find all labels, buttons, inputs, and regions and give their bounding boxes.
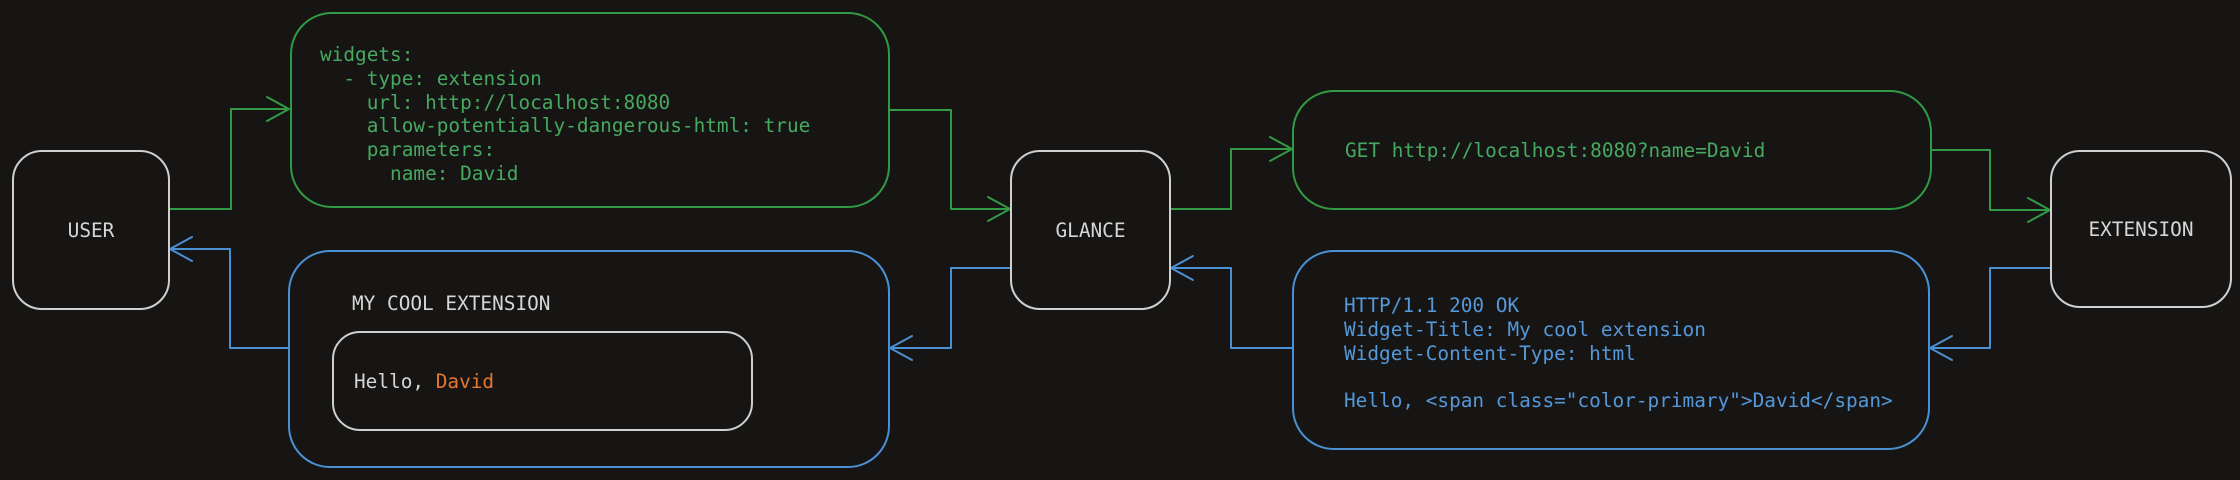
arrow-shaft	[889, 267, 1011, 349]
http-response-box: HTTP/1.1 200 OK Widget-Title: My cool ex…	[1292, 250, 1930, 450]
config-line: - type: extension	[320, 67, 542, 91]
greeting-name: David	[435, 369, 495, 393]
arrowhead-icon	[169, 236, 193, 262]
request-text: GET http://localhost:8080?name=David	[1345, 138, 1766, 162]
response-line: Widget-Content-Type: html	[1344, 341, 1636, 365]
config-line: name: David	[320, 161, 519, 185]
arrow-response-to-glance	[1170, 255, 1293, 349]
arrowhead-icon	[1929, 335, 1953, 361]
arrow-shaft	[1170, 148, 1293, 210]
arrow-extension-to-response	[1929, 267, 2051, 361]
arrow-preview-to-user	[169, 236, 289, 349]
arrow-shaft	[889, 109, 1011, 210]
config-line: allow-potentially-dangerous-html: true	[320, 114, 811, 138]
widget-preview-title: MY COOL EXTENSION	[352, 292, 551, 316]
arrow-shaft	[1931, 149, 2051, 211]
arrow-request-to-extension	[1931, 149, 2051, 223]
response-line: Hello, <span class="color-primary">David…	[1344, 389, 1893, 413]
config-line: parameters:	[320, 138, 496, 162]
config-code: widgets: - type: extension url: http://l…	[320, 43, 810, 185]
glance-node: GLANCE	[1010, 150, 1171, 310]
response-line: HTTP/1.1 200 OK	[1344, 294, 1520, 318]
arrow-glance-to-preview	[889, 267, 1011, 361]
glance-config-box: widgets: - type: extension url: http://l…	[290, 12, 890, 208]
arrow-shaft	[169, 248, 289, 349]
config-line: url: http://localhost:8080	[320, 90, 671, 114]
arrow-glance-to-request	[1170, 136, 1293, 210]
http-request-box: GET http://localhost:8080?name=David	[1292, 90, 1932, 210]
extension-node: EXTENSION	[2050, 150, 2232, 308]
arrowhead-icon	[1170, 255, 1194, 281]
arrowhead-icon	[266, 96, 290, 122]
greeting-prefix: Hello,	[354, 369, 436, 393]
widget-preview-box: MY COOL EXTENSION Hello, David	[288, 250, 890, 468]
arrow-user-to-config	[169, 96, 290, 210]
arrow-config-to-glance	[889, 109, 1011, 222]
glance-node-label: GLANCE	[1055, 218, 1126, 242]
arrow-shaft	[169, 108, 290, 210]
response-line	[1344, 365, 1893, 389]
response-line: Widget-Title: My cool extension	[1344, 318, 1706, 342]
response-code: HTTP/1.1 200 OK Widget-Title: My cool ex…	[1344, 294, 1893, 412]
greeting-text: Hello, David	[354, 370, 494, 393]
extension-node-label: EXTENSION	[2088, 217, 2194, 241]
arrowhead-icon	[889, 335, 913, 361]
config-line: widgets:	[320, 43, 414, 67]
arrow-shaft	[1929, 267, 2051, 349]
user-node-label: USER	[67, 218, 115, 242]
widget-preview-inner-box: Hello, David	[332, 331, 753, 431]
user-node: USER	[12, 150, 170, 310]
arrow-shaft	[1170, 267, 1293, 349]
